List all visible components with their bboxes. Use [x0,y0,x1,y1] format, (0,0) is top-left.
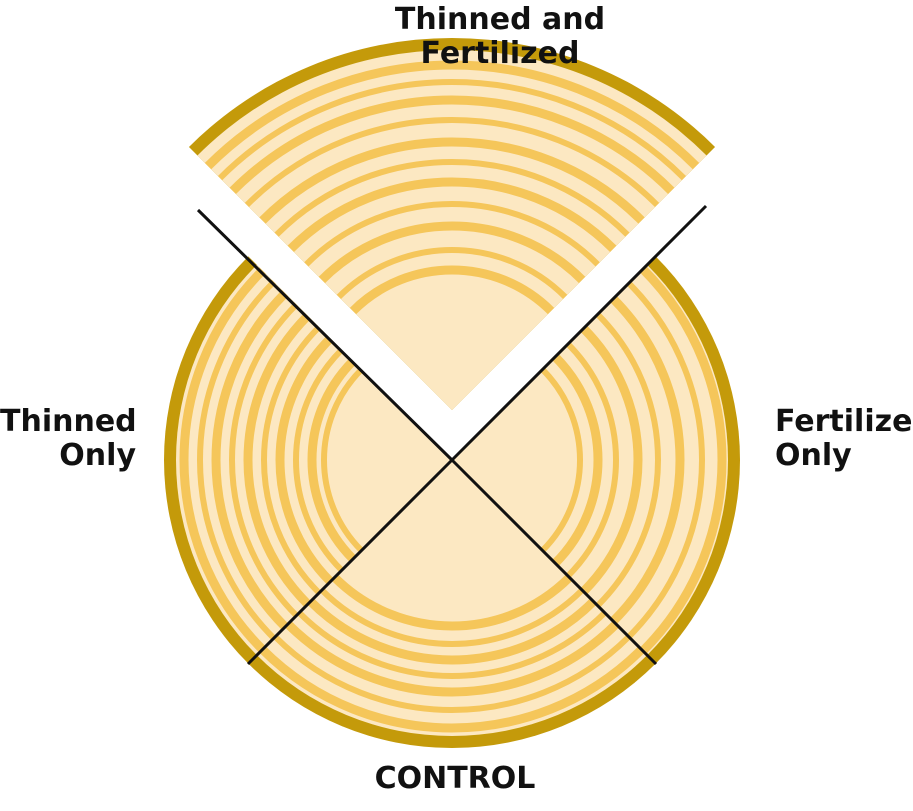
label-left-line-1: Thinned [0,405,136,439]
label-thinned-and-fertilized: Thinned and Fertilized [350,3,650,71]
label-fertilized-only: Fertilized Only [775,405,913,473]
label-top-line-2: Fertilized [350,37,650,71]
label-control: CONTROL [330,762,580,796]
label-right-line-1: Fertilized [775,405,913,439]
label-thinned-only: Thinned Only [0,405,136,473]
label-top-line-1: Thinned and [350,3,650,37]
label-left-line-2: Only [0,439,136,473]
label-bottom-line-1: CONTROL [330,762,580,796]
label-right-line-2: Only [775,439,913,473]
